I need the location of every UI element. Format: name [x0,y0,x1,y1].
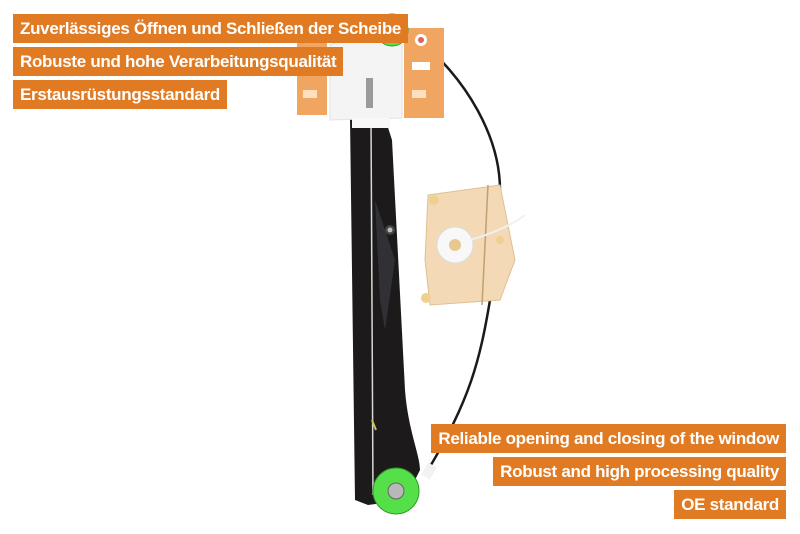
feature-label-de-2: Robuste und hohe Verarbeitungsqualität [13,47,344,76]
feature-label-en-2: Robust and high processing quality [493,457,786,486]
feature-label-de-1: Zuverlässiges Öffnen und Schließen der S… [13,14,409,43]
feature-label-de-3: Erstausrüstungsstandard [13,80,227,109]
feature-label-en-3: OE standard [674,490,786,519]
feature-label-en-1: Reliable opening and closing of the wind… [431,424,786,453]
